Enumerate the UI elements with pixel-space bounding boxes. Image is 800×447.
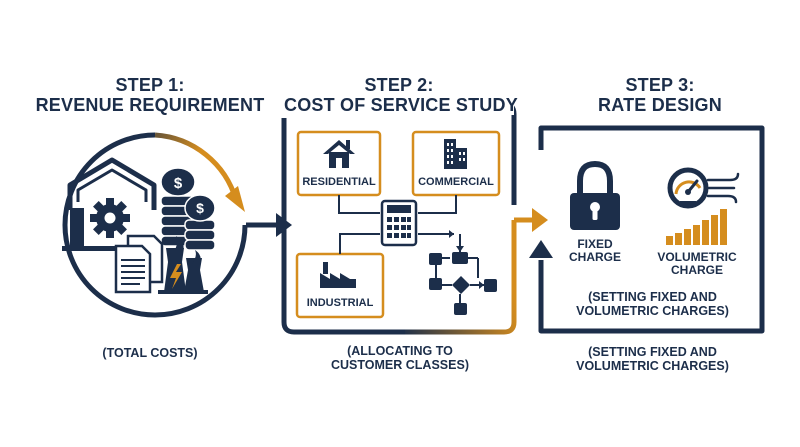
power-plant-icon — [158, 236, 208, 294]
step3-frame — [529, 125, 765, 334]
step1-circle — [62, 132, 248, 318]
step2-caption: (ALLOCATING TO CUSTOMER CLASSES) — [300, 344, 500, 372]
step3-caption-line1: (SETTING FIXED AND — [588, 345, 717, 359]
commercial-label: COMMERCIAL — [418, 176, 494, 188]
step3-caption: (SETTING FIXED AND VOLUMETRIC CHARGES) — [550, 345, 755, 373]
document-icon — [114, 234, 164, 294]
factory-icon — [320, 262, 356, 288]
gear-house-icon — [62, 157, 162, 251]
volumetric-charge-line2: CHARGE — [670, 263, 723, 278]
step1-heading: STEP 1: REVENUE REQUIREMENT — [30, 75, 270, 115]
step3-inner-caption-line1: (SETTING FIXED AND — [588, 290, 717, 304]
volumetric-charge-label: VOLUMETRIC CHARGE — [652, 250, 742, 278]
step1-caption: (TOTAL COSTS) — [102, 346, 198, 360]
fixed-charge-line2: CHARGE — [568, 250, 621, 265]
meter-gauge-icon — [667, 167, 740, 209]
calculator-icon — [380, 199, 418, 247]
step3-inner-caption-line2: VOLUMETRIC CHARGES) — [576, 304, 729, 318]
flowchart-icon — [429, 234, 497, 315]
rising-bars-icon — [666, 209, 727, 245]
industrial-box — [295, 252, 385, 319]
step1-heading-line2: REVENUE REQUIREMENT — [35, 95, 265, 116]
fixed-charge-line1: FIXED — [577, 237, 613, 251]
step2-heading: STEP 2: COST OF SERVICE STUDY — [284, 75, 518, 116]
svg-text:$: $ — [174, 175, 183, 192]
industrial-label: INDUSTRIAL — [306, 297, 374, 309]
office-building-icon — [444, 139, 467, 169]
allocation-connectors — [338, 195, 457, 254]
step3-heading-line1: STEP 3: — [625, 75, 695, 95]
step3-heading-line2: RATE DESIGN — [598, 95, 722, 116]
svg-text:$: $ — [196, 200, 204, 216]
step3-inner-caption: (SETTING FIXED AND VOLUMETRIC CHARGES) — [550, 290, 755, 318]
step3-caption-line2: VOLUMETRIC CHARGES) — [576, 359, 729, 373]
residential-box — [296, 130, 382, 197]
arrow-step2-to-step3 — [514, 208, 548, 232]
arc-arrowhead — [225, 186, 245, 212]
step2-caption-line2: CUSTOMER CLASSES) — [331, 358, 469, 372]
house-icon — [323, 140, 355, 168]
step1-heading-line1: STEP 1: — [115, 75, 185, 95]
step2-caption-line1: (ALLOCATING TO — [347, 344, 453, 358]
padlock-icon — [570, 160, 620, 230]
step2-heading-line1: STEP 2: — [364, 75, 434, 95]
step2-heading-line2: COST OF SERVICE STUDY — [284, 95, 518, 116]
residential-label: RESIDENTIAL — [302, 176, 376, 188]
step3-heading: STEP 3: RATE DESIGN — [560, 75, 760, 115]
fixed-charge-label: FIXED CHARGE — [560, 237, 630, 265]
volumetric-charge-line1: VOLUMETRIC — [657, 250, 737, 264]
coin-stack-icon: $ $ — [160, 167, 216, 251]
